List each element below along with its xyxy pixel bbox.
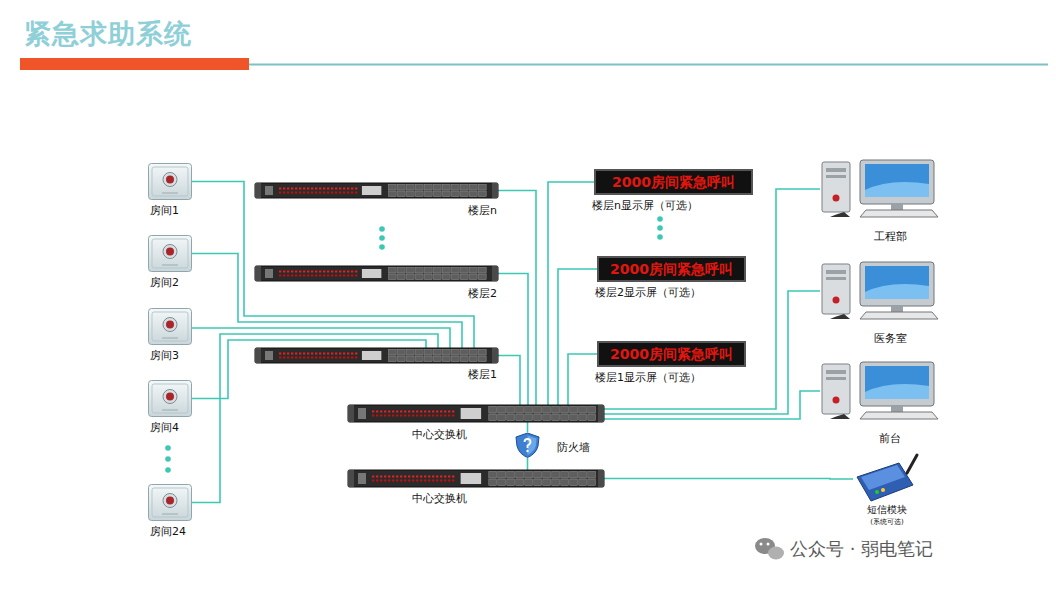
network-switch-graphic xyxy=(255,266,498,281)
ellipsis-dots xyxy=(165,216,663,473)
network-cable xyxy=(527,422,529,432)
call-button-panel-graphic xyxy=(148,308,192,345)
call-button-panel-graphic xyxy=(148,484,192,521)
network-switch-graphic xyxy=(348,405,604,422)
workstation: 工程部 xyxy=(820,160,942,218)
node-label: 楼层n显示屏（可选） xyxy=(592,199,698,212)
display-text: 2000房间紧急呼叫 xyxy=(604,258,739,280)
network-switch: 楼层2 xyxy=(255,266,498,281)
page-title: 紧急求助系统 xyxy=(24,16,192,52)
network-cable xyxy=(192,328,450,348)
node-label: 工程部 xyxy=(874,230,907,243)
network-switch: 楼层n xyxy=(255,183,498,198)
display-text: 2000房间紧急呼叫 xyxy=(606,171,741,193)
call-button-panel-graphic xyxy=(148,235,192,272)
workstation-graphic xyxy=(820,362,942,420)
network-switch-graphic xyxy=(348,470,604,487)
workstation: 前台 xyxy=(820,362,942,420)
workstation: 医务室 xyxy=(820,262,942,320)
call-button-panel: 房间2 xyxy=(148,235,192,272)
node-label: 中心交换机 xyxy=(412,428,467,441)
call-button-panel: 房间3 xyxy=(148,308,192,345)
watermark: 公众号 · 弱电笔记 xyxy=(790,537,933,561)
node-label: 楼层1 xyxy=(468,368,497,381)
network-cable xyxy=(604,291,820,414)
network-switch: 中心交换机 xyxy=(348,470,604,487)
network-switch-graphic xyxy=(255,183,498,198)
network-cable xyxy=(604,478,853,480)
wechat-icon xyxy=(755,538,784,560)
network-cable xyxy=(604,391,820,419)
network-cable xyxy=(498,274,528,406)
call-button-panel: 房间1 xyxy=(148,163,192,200)
node-label: 防火墙 xyxy=(557,441,590,454)
led-display: 2000房间紧急呼叫楼层1显示屏（可选） xyxy=(598,342,745,366)
node-label: 楼层2显示屏（可选） xyxy=(595,286,701,299)
sms-module-graphic xyxy=(853,455,921,503)
sms-module: 短信模块(系统可选) xyxy=(853,455,921,503)
title-bar xyxy=(20,58,249,70)
display-text: 2000房间紧急呼叫 xyxy=(604,343,739,365)
network-cable xyxy=(548,182,595,405)
call-button-panel: 房间4 xyxy=(148,380,192,417)
network-cable xyxy=(558,269,598,405)
node-label: 前台 xyxy=(879,432,901,445)
network-switch-graphic xyxy=(255,348,498,363)
workstation-graphic xyxy=(820,160,942,218)
call-button-panel-graphic xyxy=(148,380,192,417)
node-label: 楼层2 xyxy=(468,287,497,300)
node-label: 房间1 xyxy=(150,204,179,217)
node-label: (系统可选) xyxy=(870,518,903,526)
node-label: 房间3 xyxy=(150,349,179,362)
network-cable xyxy=(498,191,536,406)
led-display: 2000房间紧急呼叫楼层n显示屏（可选） xyxy=(595,170,752,194)
call-button-panel: 房间24 xyxy=(148,484,192,521)
node-label: 楼层1显示屏（可选） xyxy=(595,371,701,384)
led-display: 2000房间紧急呼叫楼层2显示屏（可选） xyxy=(598,257,745,281)
title-rule xyxy=(249,64,1048,66)
firewall-icon-graphic xyxy=(515,432,540,458)
node-label: 房间24 xyxy=(150,525,186,538)
node-label: 医务室 xyxy=(874,332,907,345)
network-cable xyxy=(527,458,529,470)
node-label: 房间2 xyxy=(150,276,179,289)
workstation-graphic xyxy=(820,262,942,320)
node-label: 房间4 xyxy=(150,421,179,434)
network-cable xyxy=(498,356,520,406)
network-switch: 楼层1 xyxy=(255,348,498,363)
network-cable xyxy=(192,182,474,349)
connectors xyxy=(192,182,853,503)
node-label: 短信模块 xyxy=(867,504,907,516)
network-switch: 中心交换机 xyxy=(348,405,604,422)
call-button-panel-graphic xyxy=(148,163,192,200)
node-label: 楼层n xyxy=(468,204,497,217)
node-label: 中心交换机 xyxy=(412,492,467,505)
firewall-icon: 防火墙 xyxy=(515,432,540,458)
network-cable xyxy=(568,354,598,405)
